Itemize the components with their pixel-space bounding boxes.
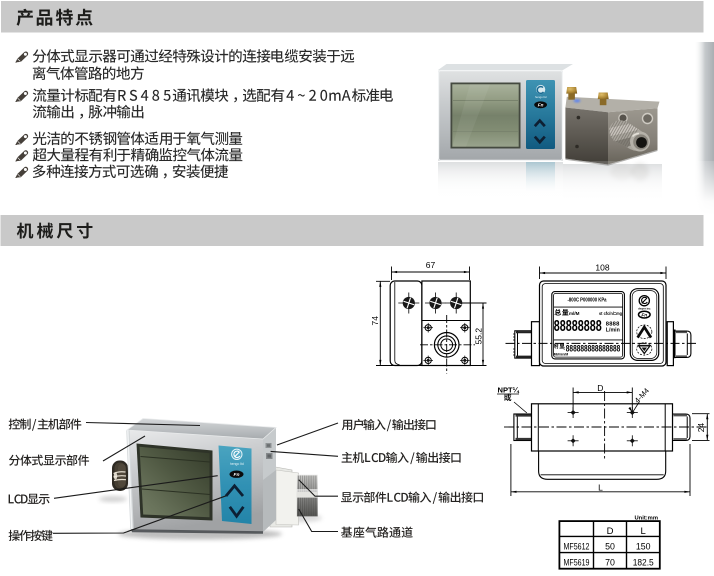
svg-text:67: 67 [426, 260, 436, 270]
svg-text:4-M4: 4-M4 [633, 386, 651, 405]
svg-text:st cfc/nl=mg: st cfc/nl=mg [599, 311, 622, 316]
svg-text:70: 70 [605, 557, 615, 567]
svg-text:Ml/min/M: Ml/min/M [554, 352, 569, 356]
svg-text:D: D [597, 383, 603, 393]
svg-text:L: L [598, 483, 603, 493]
svg-text:Fn: Fn [234, 472, 240, 478]
svg-text:hengo ltd: hengo ltd [230, 462, 244, 466]
svg-text:888888888888888: 888888888888888 [566, 343, 621, 353]
svg-text:74: 74 [370, 316, 380, 326]
svg-text:MF5619: MF5619 [564, 557, 590, 567]
svg-text:L/min: L/min [606, 327, 621, 333]
svg-text:dwyer inc: dwyer inc [638, 307, 651, 311]
svg-text:L: L [641, 526, 646, 537]
svg-text:Fn: Fn [538, 103, 544, 108]
svg-text:NPT¼: NPT¼ [498, 386, 521, 394]
svg-text:55.2: 55.2 [474, 328, 484, 345]
svg-text:D: D [607, 526, 614, 537]
svg-text:88888888: 88888888 [554, 318, 602, 335]
svg-text:108: 108 [595, 263, 609, 273]
svg-text:150: 150 [636, 541, 651, 551]
svg-text:8888: 8888 [606, 322, 620, 328]
svg-text:hengo ltd: hengo ltd [535, 95, 547, 99]
svg-text:-800C P000000 KPa: -800C P000000 KPa [568, 298, 607, 304]
svg-text:50: 50 [605, 541, 615, 551]
svg-text:Unit:mm: Unit:mm [634, 516, 658, 522]
svg-text::: : [563, 346, 565, 352]
svg-text:ml/M: ml/M [569, 311, 580, 316]
svg-text:MF5612: MF5612 [564, 541, 590, 551]
svg-text:Fn: Fn [641, 313, 647, 319]
svg-text:182.5: 182.5 [633, 557, 654, 567]
